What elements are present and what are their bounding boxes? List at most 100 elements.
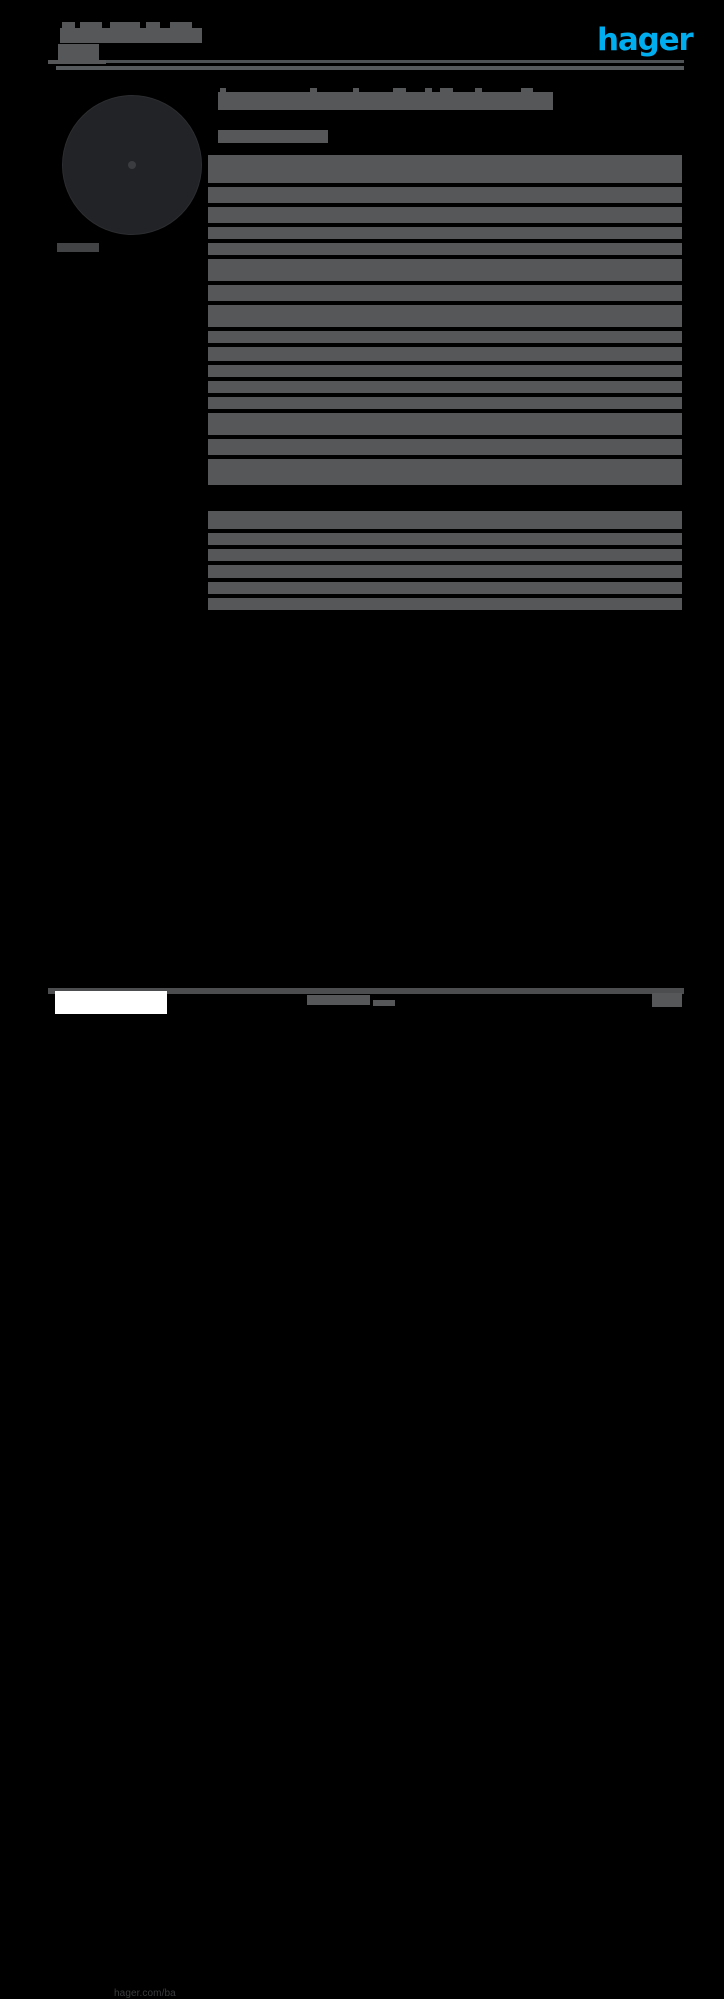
table-row [208, 365, 682, 377]
table-row-tick [208, 281, 218, 285]
table-row-tick [208, 377, 218, 381]
table-row [208, 439, 682, 455]
table-row [208, 413, 682, 435]
table-row [208, 285, 682, 301]
header-rule [56, 66, 684, 70]
table-row [208, 598, 682, 610]
table-row [208, 347, 682, 361]
table-value-separator [246, 594, 680, 598]
spec-table-section-3 [208, 566, 682, 610]
table-row [208, 187, 682, 203]
table-row-divider [208, 561, 682, 565]
spec-table [208, 155, 682, 485]
table-row-tick [208, 529, 218, 533]
table-row-divider [208, 223, 682, 227]
main-title-asc-1 [220, 88, 226, 93]
main-title-asc-5 [425, 88, 432, 93]
table-row [208, 566, 682, 578]
table-row-tick [208, 203, 218, 207]
product-image [57, 92, 205, 240]
footer-center-text-2 [373, 1000, 395, 1006]
main-title-asc-3 [353, 88, 359, 93]
table-row [208, 381, 682, 393]
table-value-separator [304, 545, 680, 549]
table-row [208, 397, 682, 409]
table-row-divider [208, 393, 682, 397]
footer-url-link[interactable]: hager.com/ba [114, 1988, 176, 1999]
table-row-divider [208, 203, 682, 207]
table-row-divider [208, 409, 682, 413]
table-row-tick [208, 455, 218, 459]
table-value-separator [264, 343, 680, 347]
table-value-separator [268, 203, 680, 207]
table-value-separator [298, 255, 680, 259]
main-title-asc-2 [310, 88, 317, 93]
table-row-tick [208, 301, 218, 305]
main-subtitle [218, 130, 328, 143]
table-row-divider [208, 281, 682, 285]
header-title-line-1e [170, 22, 192, 29]
table-value-separator [258, 239, 680, 243]
table-row [208, 331, 682, 343]
header-title-line-1c [110, 22, 140, 29]
table-row-tick [208, 545, 218, 549]
main-title-asc-7 [475, 88, 482, 93]
header-title-line-2 [58, 44, 99, 60]
table-row [208, 511, 682, 529]
table-value-separator [270, 409, 680, 413]
table-row-tick [208, 435, 218, 439]
table-row [208, 243, 682, 255]
sensor-lens-icon [128, 161, 136, 169]
table-row-divider [208, 435, 682, 439]
footer-rule [48, 988, 684, 994]
datasheet-page: hager hager.com/ba [48, 22, 694, 1999]
table-row-divider [208, 327, 682, 331]
table-row-tick [208, 343, 218, 347]
footer-url-box[interactable]: hager.com/ba [55, 991, 176, 1999]
product-reference-code [57, 243, 99, 252]
table-row-divider [208, 183, 682, 187]
table-row [208, 207, 682, 223]
footer-right-text [652, 993, 682, 1007]
table-row-divider [208, 239, 682, 243]
table-row-tick [208, 239, 218, 243]
main-title-text [218, 92, 553, 110]
footer-center-text [307, 995, 370, 1005]
table-row [208, 259, 682, 281]
table-row-tick [208, 578, 218, 582]
table-row-divider [208, 578, 682, 582]
table-row-tick [208, 327, 218, 331]
table-row [208, 549, 682, 561]
table-value-separator [268, 301, 680, 305]
table-row-divider [208, 343, 682, 347]
table-value-separator [254, 455, 680, 459]
header-rule-left-cap [48, 60, 106, 64]
table-row [208, 459, 682, 485]
table-row [208, 582, 682, 594]
table-row-tick [208, 561, 218, 565]
table-row [208, 155, 682, 183]
table-row-tick [208, 361, 218, 365]
product-body [63, 96, 201, 234]
header-title-line-1 [62, 22, 75, 29]
table-row-divider [208, 361, 682, 365]
table-value-separator [288, 393, 680, 397]
table-row [208, 227, 682, 239]
table-value-separator [278, 377, 680, 381]
table-row-tick [208, 255, 218, 259]
header-title-line-1d [146, 22, 160, 29]
main-title-asc-4 [393, 88, 406, 93]
table-row-tick [208, 183, 218, 187]
main-title-asc-6 [440, 88, 453, 93]
table-row-divider [208, 455, 682, 459]
table-row-divider [208, 529, 682, 533]
table-row-tick [208, 594, 218, 598]
table-row-tick [208, 409, 218, 413]
hager-logo: hager [597, 22, 694, 58]
header-title-line-1b [80, 22, 102, 29]
table-row-tick [208, 393, 218, 397]
table-row-divider [208, 255, 682, 259]
main-title-asc-8 [521, 88, 533, 93]
table-row-divider [208, 545, 682, 549]
table-row-divider [208, 301, 682, 305]
